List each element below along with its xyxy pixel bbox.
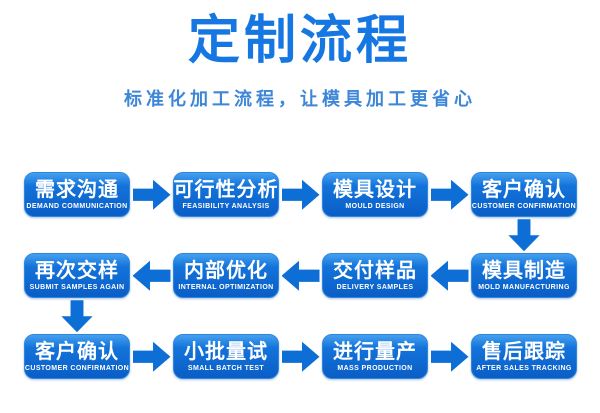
- flow-step-customer-confirmation-1: 客户确认 CUSTOMER CONFIRMATION: [471, 172, 577, 218]
- flow-step-mould-design: 模具设计 MOULD DESIGN: [322, 172, 428, 218]
- flow-step-caption: MOLD MANUFACTURING: [478, 283, 570, 291]
- flow-step-title: 客户确认: [35, 340, 119, 363]
- flow-step-customer-confirmation-2: 客户确认 CUSTOMER CONFIRMATION: [24, 334, 130, 380]
- arrow-right-icon: [132, 179, 171, 210]
- arrow-right-icon: [430, 179, 469, 210]
- arrow-right-icon: [430, 341, 469, 372]
- flow-step-internal-optimization: 内部优化 INTERNAL OPTIMIZATION: [173, 253, 279, 299]
- flow-step-caption: INTERNAL OPTIMIZATION: [178, 283, 274, 291]
- flow-connector-row-1: [0, 217, 600, 253]
- flow-step-mold-manufacturing: 模具制造 MOLD MANUFACTURING: [471, 253, 577, 299]
- flow-step-title: 售后跟踪: [482, 340, 566, 363]
- flow-step-small-batch-test: 小批量试 SMALL BATCH TEST: [173, 334, 279, 380]
- flow-step-caption: DELIVERY SAMPLES: [336, 283, 414, 291]
- process-flowchart: 需求沟通 DEMAND COMMUNICATION 可行性分析 FEASIBIL…: [0, 172, 600, 380]
- arrow-right-icon: [281, 179, 320, 210]
- flow-step-caption: DEMAND COMMUNICATION: [26, 202, 128, 210]
- flow-row-1: 需求沟通 DEMAND COMMUNICATION 可行性分析 FEASIBIL…: [0, 172, 600, 218]
- arrow-left-icon: [281, 260, 320, 291]
- arrow-down-icon: [508, 219, 540, 252]
- flow-step-after-sales-tracking: 售后跟踪 AFTER SALES TRACKING: [471, 334, 577, 380]
- flow-step-title: 再次交样: [35, 259, 119, 282]
- flow-step-mass-production: 进行量产 MASS PRODUCTION: [322, 334, 428, 380]
- flow-step-caption: CUSTOMER CONFIRMATION: [471, 202, 577, 210]
- flow-step-caption: AFTER SALES TRACKING: [476, 364, 572, 372]
- flow-connector-row-2: [0, 298, 600, 334]
- flow-step-caption: MASS PRODUCTION: [337, 364, 413, 372]
- flow-step-caption: SUBMIT SAMPLES AGAIN: [29, 283, 125, 291]
- arrow-left-icon: [132, 260, 171, 291]
- flow-step-title: 可行性分析: [173, 178, 279, 201]
- flow-row-2: 再次交样 SUBMIT SAMPLES AGAIN 内部优化 INTERNAL …: [0, 253, 600, 299]
- flow-step-title: 小批量试: [184, 340, 268, 363]
- flow-step-delivery-samples: 交付样品 DELIVERY SAMPLES: [322, 253, 428, 299]
- arrow-right-icon: [281, 341, 320, 372]
- page-title: 定制流程: [187, 12, 412, 70]
- flow-step-feasibility-analysis: 可行性分析 FEASIBILITY ANALYSIS: [173, 172, 279, 218]
- arrow-right-icon: [132, 341, 171, 372]
- flow-step-caption: MOULD DESIGN: [345, 202, 405, 210]
- flow-step-title: 模具制造: [482, 259, 566, 282]
- flow-step-submit-samples-again: 再次交样 SUBMIT SAMPLES AGAIN: [24, 253, 130, 299]
- flow-step-title: 客户确认: [482, 178, 566, 201]
- flow-step-title: 需求沟通: [35, 178, 119, 201]
- flow-step-caption: SMALL BATCH TEST: [187, 364, 265, 372]
- flow-step-title: 进行量产: [333, 340, 417, 363]
- flow-step-demand-communication: 需求沟通 DEMAND COMMUNICATION: [24, 172, 130, 218]
- flow-step-title: 交付样品: [333, 259, 417, 282]
- flow-step-title: 内部优化: [184, 259, 268, 282]
- page-subtitle: 标准化加工流程，让模具加工更省心: [124, 89, 476, 110]
- arrow-left-icon: [430, 260, 469, 291]
- flow-row-3: 客户确认 CUSTOMER CONFIRMATION 小批量试 SMALL BA…: [0, 334, 600, 380]
- flow-step-title: 模具设计: [333, 178, 417, 201]
- flow-step-caption: CUSTOMER CONFIRMATION: [24, 364, 130, 372]
- arrow-down-icon: [61, 300, 93, 333]
- flow-step-caption: FEASIBILITY ANALYSIS: [182, 202, 270, 210]
